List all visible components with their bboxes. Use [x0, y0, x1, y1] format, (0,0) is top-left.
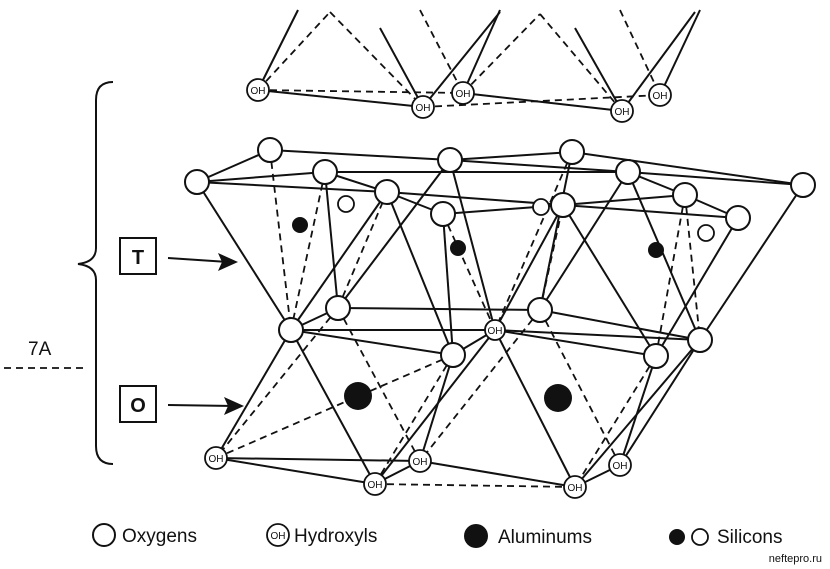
oxygen-atom	[257, 137, 283, 163]
hydroxyl-group: OH	[610, 99, 634, 123]
silicon-atom-open	[532, 198, 550, 216]
svg-text:OH: OH	[615, 107, 630, 118]
legend-hydroxyls: Hydroxyls	[294, 526, 377, 547]
oxygen-atom	[725, 205, 751, 231]
svg-text:OH: OH	[653, 91, 668, 102]
svg-text:OH: OH	[251, 86, 266, 97]
oxygen-atom	[550, 192, 576, 218]
silicon-atom-filled	[292, 217, 308, 233]
octahedral-layer-marker: O	[119, 385, 244, 423]
legend-silicons: Silicons	[717, 527, 782, 548]
oxygen-atom	[687, 327, 713, 353]
hydroxyl-group: OH	[451, 81, 475, 105]
oxygen-legend-icon	[92, 523, 116, 547]
svg-text:OH: OH	[416, 103, 431, 114]
svg-text:OH: OH	[368, 480, 383, 491]
hydroxyl-group: OH	[608, 453, 632, 477]
hydroxyl-legend-icon	[266, 523, 290, 547]
hydroxyl-legend-symbol: OH	[271, 531, 286, 542]
spacing-label: 7A	[28, 339, 52, 360]
oxygen-atoms	[184, 137, 816, 369]
oxygen-atom	[184, 169, 210, 195]
silicon-open-legend-icon	[691, 528, 709, 546]
silicon-filled-legend-icon	[669, 529, 685, 545]
oxygen-atom	[672, 182, 698, 208]
oxygen-atom	[643, 343, 669, 369]
svg-text:OH: OH	[613, 461, 628, 472]
oxygen-atom	[312, 159, 338, 185]
legend-oxygens: Oxygens	[122, 526, 197, 547]
aluminum-legend-icon	[464, 524, 488, 548]
svg-text:OH: OH	[413, 457, 428, 468]
silicon-atom-open	[697, 224, 715, 242]
solid-bonds	[196, 9, 804, 488]
silicon-atom-filled	[648, 242, 664, 258]
oxygen-atom	[790, 172, 816, 198]
hydroxyl-groups: OH OH OH OH OH OH OH OH OH OH OH	[204, 78, 672, 499]
tetrahedral-label: T	[132, 247, 144, 269]
silicon-atoms	[292, 195, 715, 258]
hydroxyl-group: OH	[648, 83, 672, 107]
arrow-right-icon	[218, 253, 238, 271]
aluminum-atom	[344, 382, 372, 410]
oxygen-atom	[615, 159, 641, 185]
hydroxyl-group: OH	[204, 446, 228, 470]
oxygen-atom	[430, 201, 456, 227]
hydroxyl-group: OH	[408, 449, 432, 473]
octahedral-label: O	[130, 395, 146, 417]
hydroxyl-group: OH	[246, 78, 270, 102]
silicon-atom-filled	[450, 240, 466, 256]
oxygen-atom	[374, 179, 400, 205]
svg-text:OH: OH	[568, 483, 583, 494]
oxygen-atom	[437, 147, 463, 173]
oxygen-atom	[527, 297, 553, 323]
legend: Oxygens OH Hydroxyls Aluminums Silicons	[92, 523, 782, 548]
tetrahedral-layer-marker: T	[119, 237, 238, 275]
hydroxyl-group: OH	[411, 95, 435, 119]
svg-text:OH: OH	[488, 326, 503, 337]
watermark-text: neftepro.ru	[769, 553, 822, 565]
oxygen-atom	[325, 295, 351, 321]
dashed-bonds	[215, 9, 701, 488]
hydroxyl-group: OH	[363, 472, 387, 496]
aluminum-atoms	[344, 382, 572, 412]
hydroxyl-group: OH	[484, 319, 506, 341]
oxygen-atom	[278, 317, 304, 343]
oxygen-atom	[440, 342, 466, 368]
layer-brace	[77, 81, 114, 465]
svg-text:OH: OH	[456, 89, 471, 100]
svg-text:OH: OH	[209, 454, 224, 465]
silicon-atom-open	[337, 195, 355, 213]
oxygen-atom	[559, 139, 585, 165]
arrow-right-icon	[224, 397, 244, 415]
legend-aluminums: Aluminums	[498, 527, 592, 548]
hydroxyl-group: OH	[563, 475, 587, 499]
aluminum-atom	[544, 384, 572, 412]
